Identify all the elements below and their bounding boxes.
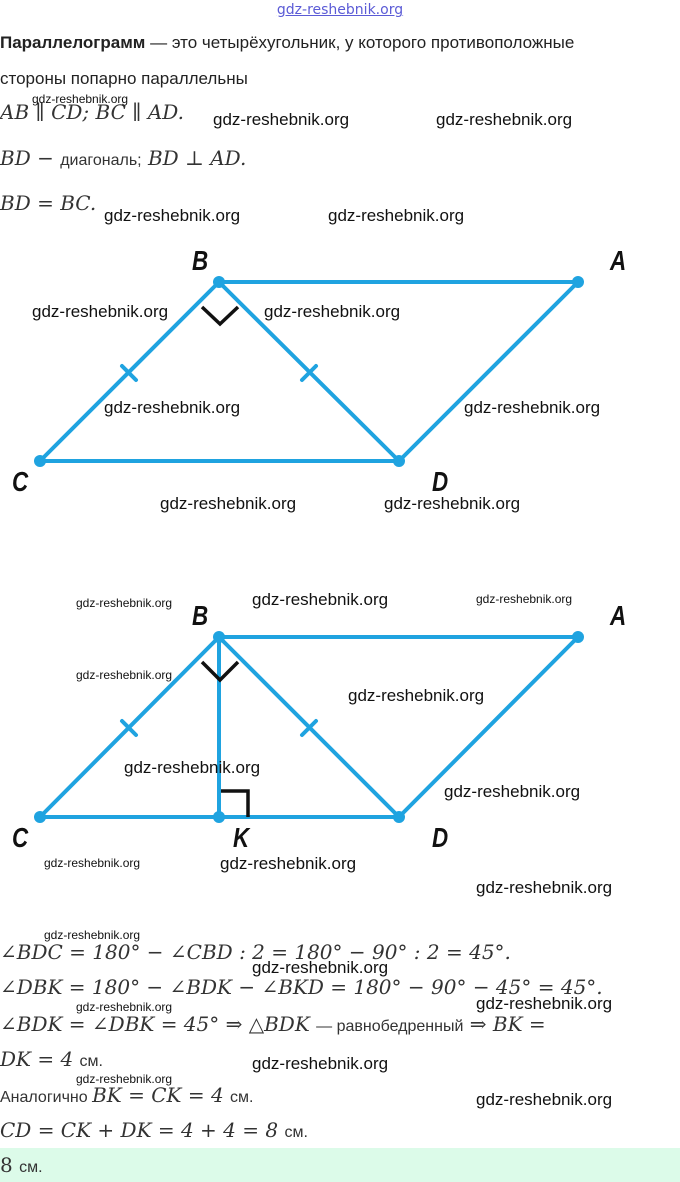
isosceles-angles: ∠BDK = ∠DBK = 45° ⇒ △BDK [0,1012,317,1036]
right-angle-mark-b [200,660,240,683]
watermark: gdz-reshebnik.org [264,302,401,321]
label-a-2: A [610,600,627,631]
tick-cb [120,364,138,382]
isosceles-word: — равнобедренный [316,1018,464,1035]
watermark: gdz-reshebnik.org [464,398,601,417]
answer-text: 8 см. [0,1153,43,1177]
watermark: gdz-reshebnik.org [348,686,485,705]
watermark: gdz-reshebnik.org [252,958,389,977]
point-k [213,811,225,823]
solution-line-cd: CD = CK + DK = 4 + 4 = 8 см. [0,1118,308,1142]
right-angle-mark-k [221,789,250,817]
definition-term: Параллелограмм [0,33,146,52]
point-a [572,631,584,643]
watermark: gdz-reshebnik.org [220,854,357,873]
solution-line-analog: Аналогично BK = CK = 4 см. [0,1083,253,1107]
analog-equation: BK = CK = 4 [92,1083,231,1107]
watermark: gdz-reshebnik.org [213,110,350,129]
analog-word: Аналогично [0,1089,93,1106]
watermark: gdz-reshebnik.org [476,878,613,897]
point-b [213,276,225,288]
solution-line-dbk: ∠DBK = 180° − ∠BDK − ∠BKD = 180° − 90° −… [0,975,603,999]
point-c [34,455,46,467]
watermark: gdz-reshebnik.org [44,856,141,870]
analog-unit: см. [230,1089,254,1106]
side-ad [397,280,580,463]
given-equal-sides: BD = BC. [0,191,97,215]
solution-line-isosceles: ∠BDK = ∠DBK = 45° ⇒ △BDK — равнобедренны… [0,1012,546,1036]
cd-equation: CD = CK + DK = 4 + 4 = 8 [0,1118,285,1142]
given-diagonal-word: диагональ; [60,152,142,169]
watermark: gdz-reshebnik.org [444,782,581,801]
definition-line2: стороны попарно параллельны [0,69,248,88]
label-a: A [610,245,627,276]
right-angle-mark-b [200,305,240,327]
watermark: gdz-reshebnik.org [76,1000,173,1014]
answer-value: 8 [0,1153,20,1177]
solution-line-bdc: ∠BDC = 180° − ∠CBD : 2 = 180° − 90° : 2 … [0,940,511,964]
site-header-link[interactable]: gdz-reshebnik.org [276,2,404,18]
side-ad [397,635,580,819]
definition-text: — это четырёхугольник, у которого против… [145,33,575,52]
point-c [34,811,46,823]
tick-bd [300,364,318,382]
label-d-2: D [432,822,449,853]
watermark: gdz-reshebnik.org [328,206,465,225]
watermark: gdz-reshebnik.org [436,110,573,129]
watermark: gdz-reshebnik.org [76,596,173,610]
dk-value: DK = 4 [0,1047,80,1071]
diagram-parallelogram-2 [34,631,584,823]
answer-unit: см. [19,1159,43,1176]
watermark: gdz-reshebnik.org [384,494,521,513]
watermark: gdz-reshebnik.org [476,592,573,606]
label-c: C [12,466,29,497]
watermark: gdz-reshebnik.org [76,668,173,682]
watermark: gdz-reshebnik.org [104,398,241,417]
label-d: D [432,466,449,497]
definition-line1: Параллелограмм — это четырёхугольник, у … [0,33,574,53]
given-perpendicular: BD ⊥ AD. [141,146,247,170]
watermark: gdz-reshebnik.org [44,928,141,942]
answer-box: 8 см. [0,1148,680,1182]
watermark: gdz-reshebnik.org [160,494,297,513]
label-b: B [192,245,209,276]
label-k-2: K [233,822,250,853]
watermark: gdz-reshebnik.org [476,1090,613,1109]
label-c-2: C [12,822,29,853]
watermark: gdz-reshebnik.org [32,302,169,321]
point-d [393,455,405,467]
given-diagonal-bd: BD − [0,146,61,170]
watermark: gdz-reshebnik.org [124,758,261,777]
isosceles-bk: ⇒ BK = [463,1012,546,1036]
cd-unit: см. [284,1124,308,1141]
solution-line-dk: DK = 4 см. [0,1047,103,1071]
point-b [213,631,225,643]
given-diagonal: BD − диагональ; BD ⊥ AD. [0,146,246,170]
point-d [393,811,405,823]
watermark: gdz-reshebnik.org [476,994,613,1013]
dk-unit: см. [79,1053,103,1070]
diagram-parallelogram-1 [34,276,584,467]
given-parallel-sides: AB ∥ CD; BC ∥ AD. [0,100,184,124]
watermark: gdz-reshebnik.org [104,206,241,225]
point-a [572,276,584,288]
tick-cb [120,719,138,737]
label-b-2: B [192,600,209,631]
watermark: gdz-reshebnik.org [76,1072,173,1086]
watermark: gdz-reshebnik.org [252,1054,389,1073]
tick-bd [300,719,318,737]
watermark: gdz-reshebnik.org [32,92,129,106]
watermark: gdz-reshebnik.org [252,590,389,609]
